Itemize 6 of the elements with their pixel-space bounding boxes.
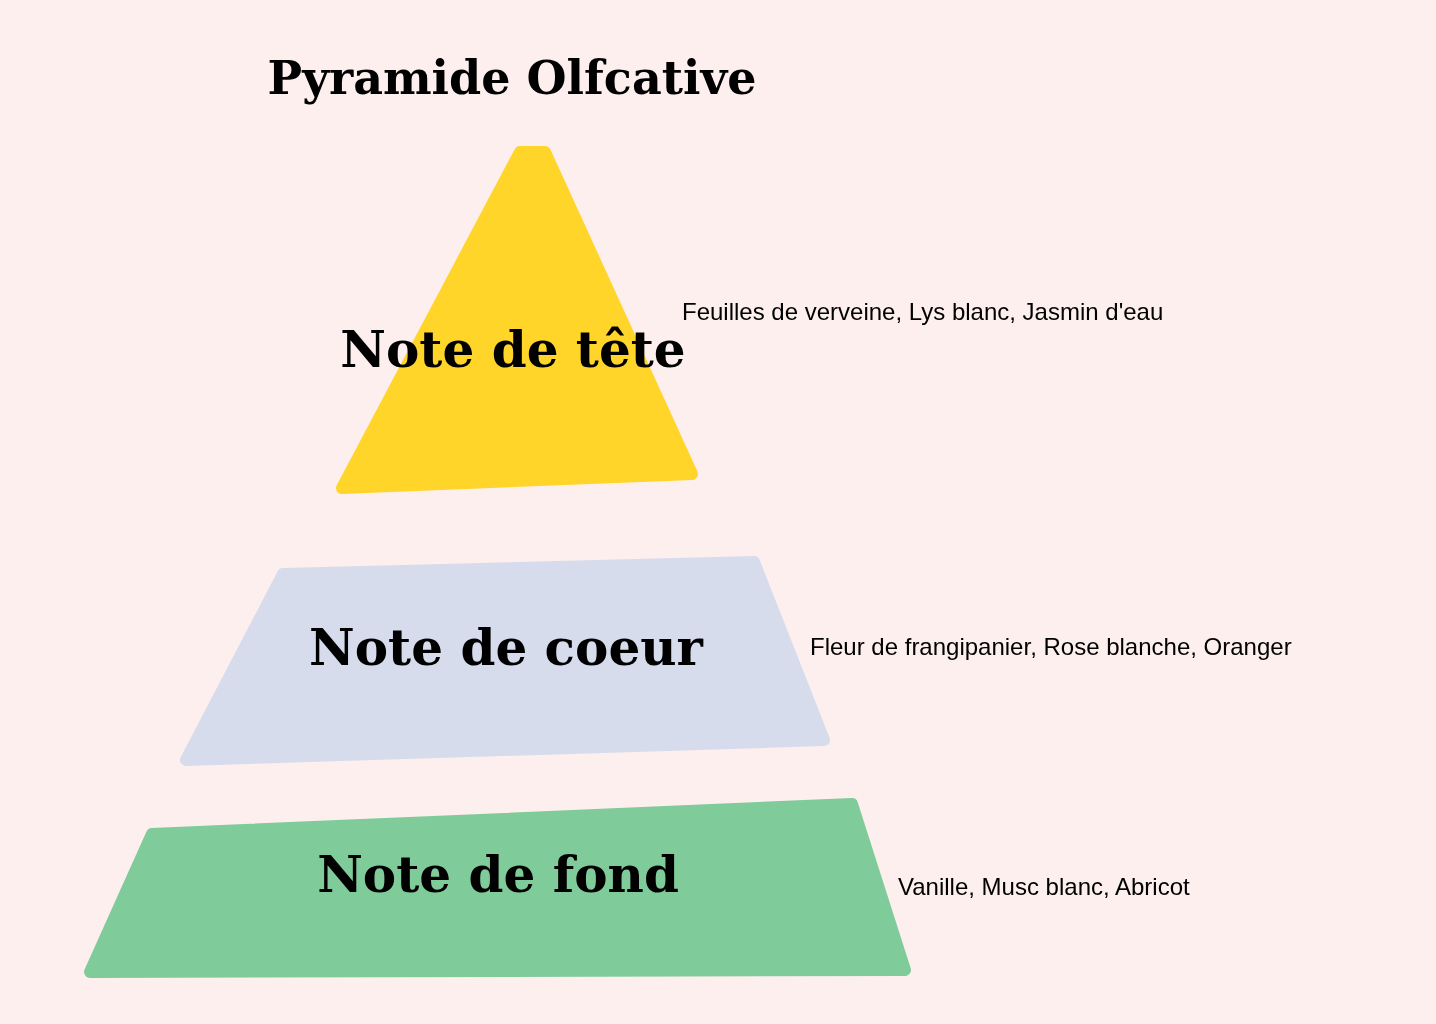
ingredient-list: Fleur de frangipanier, Rose blanche, Oranger — [810, 632, 1292, 662]
tier-label: Note de coeur — [309, 620, 703, 676]
tier-label: Note de fond — [317, 847, 679, 903]
diagram-title: Pyramide Olfcative — [267, 52, 757, 105]
ingredient-list: Feuilles de verveine, Lys blanc, Jasmin d'eau — [682, 297, 1164, 327]
ingredient-list: Vanille, Musc blanc, Abricot — [898, 872, 1190, 902]
